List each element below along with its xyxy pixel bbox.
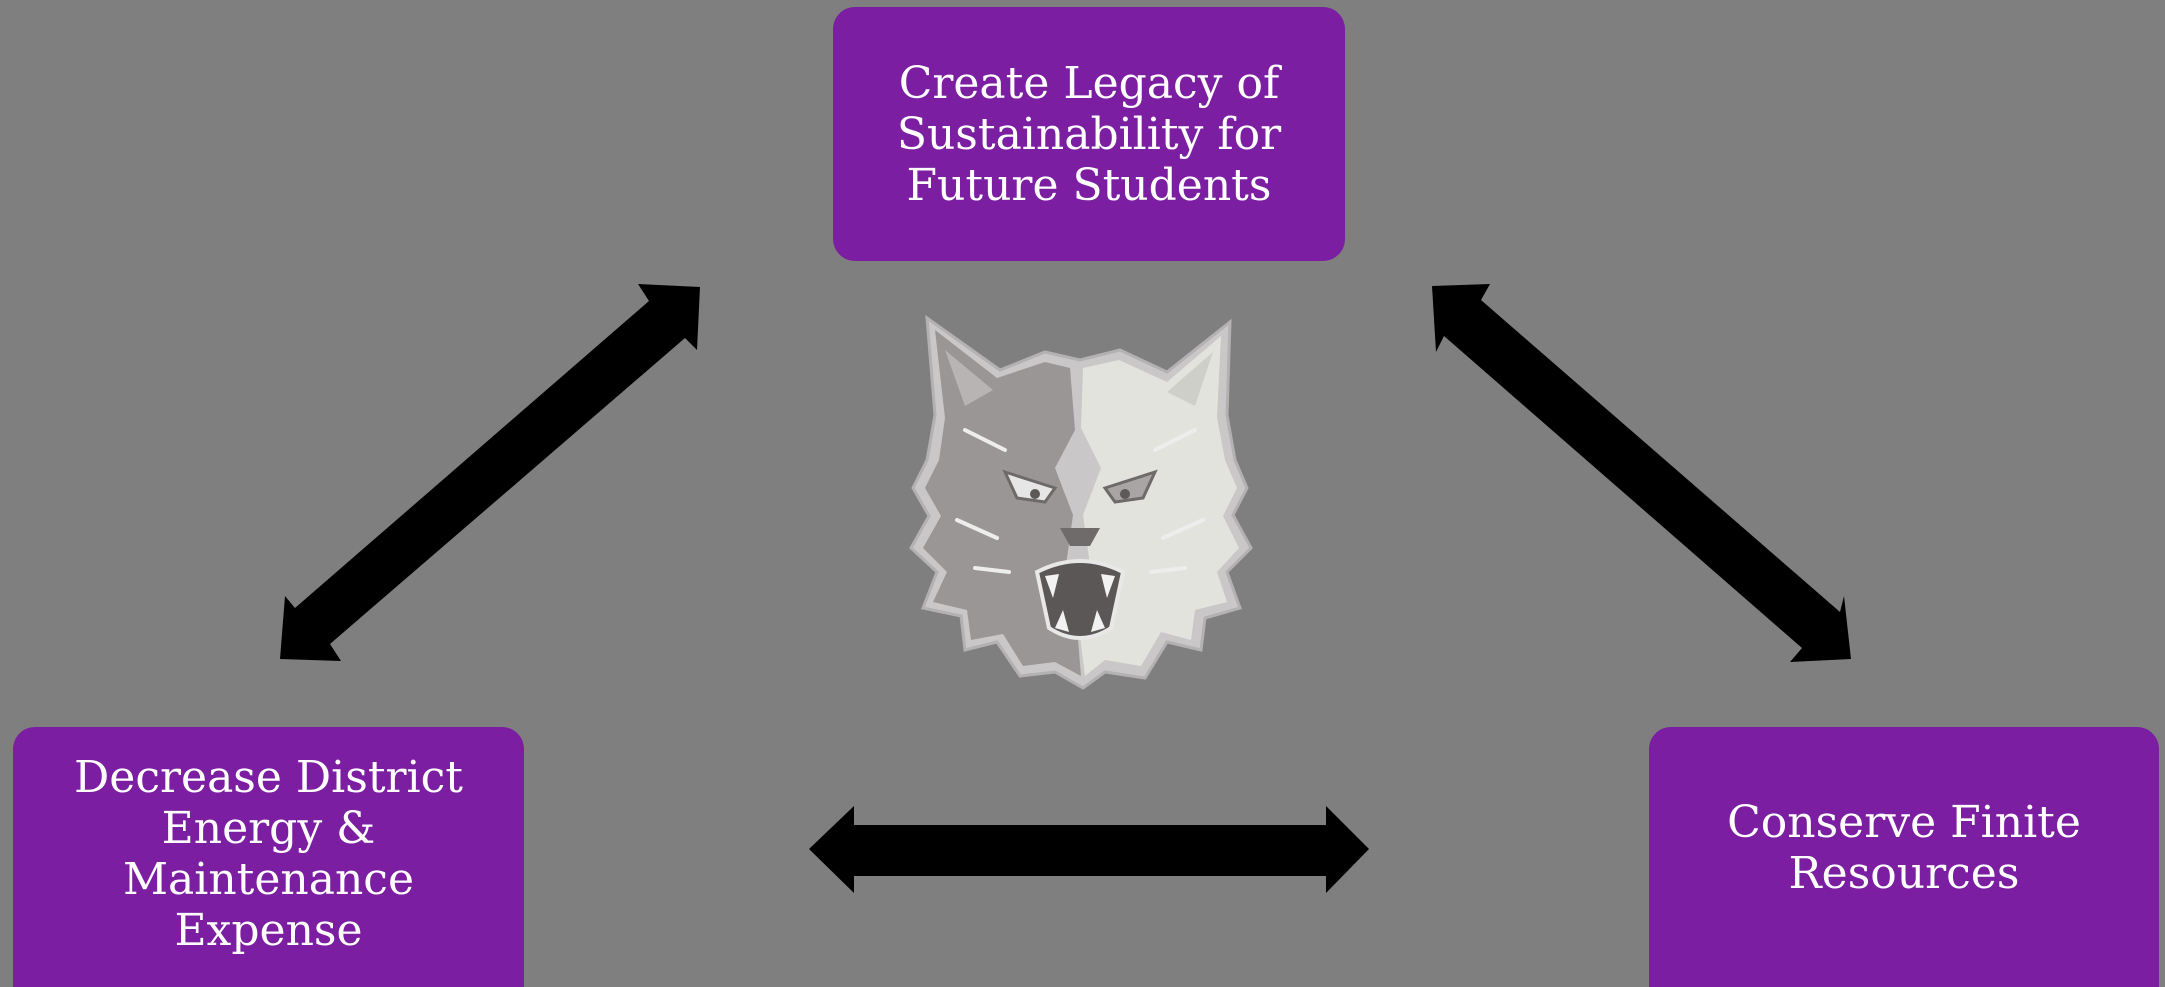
node-conserve-resources: Conserve Finite Resources (1649, 727, 2159, 987)
wolf-right-eye (1102, 469, 1158, 504)
wolf-fur-streaks (955, 428, 1205, 574)
node-decrease-expense-label: Decrease District Energy & Maintenance E… (74, 752, 463, 956)
node-create-legacy: Create Legacy of Sustainability for Futu… (833, 7, 1345, 261)
wolf-teeth (1045, 574, 1115, 632)
wolf-left-eye (1002, 469, 1058, 504)
arrow-left-to-right (809, 806, 1369, 893)
node-decrease-expense: Decrease District Energy & Maintenance E… (13, 727, 524, 987)
arrow-top-to-right (1432, 284, 1851, 662)
wolf-head-logo (909, 314, 1253, 690)
wolf-left-pupil (1030, 489, 1040, 499)
wolf-right-pupil (1120, 489, 1130, 499)
wolf-nose (1060, 528, 1100, 546)
node-create-legacy-label: Create Legacy of Sustainability for Futu… (896, 57, 1282, 211)
wolf-left-ear-inner (945, 350, 993, 406)
wolf-mouth (1034, 559, 1126, 640)
node-conserve-resources-label: Conserve Finite Resources (1727, 797, 2081, 899)
arrow-left-to-top (280, 284, 700, 661)
wolf-right-ear-inner (1167, 352, 1213, 406)
